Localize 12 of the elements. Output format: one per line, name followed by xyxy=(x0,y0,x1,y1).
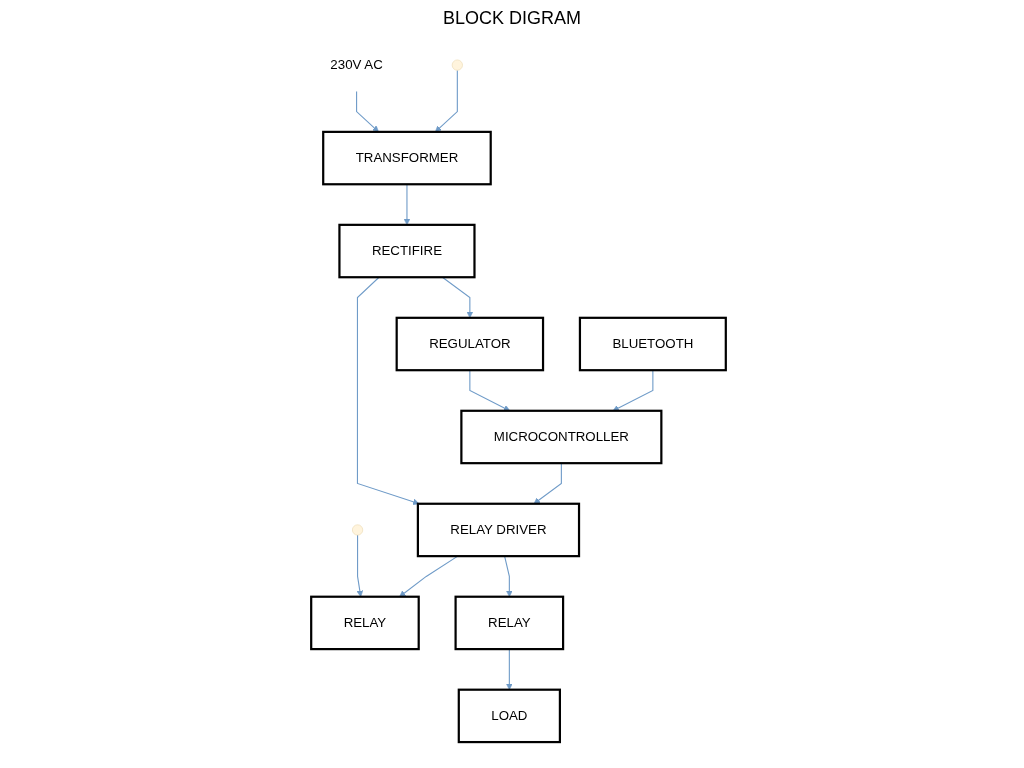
node-box: BLUETOOTH xyxy=(578,316,728,372)
node-box: RELAY DRIVER xyxy=(416,502,581,558)
node-box: MICROCONTROLLER xyxy=(460,409,663,465)
diagram-title: BLOCK DIGRAM xyxy=(442,8,582,29)
node-box: RELAY xyxy=(310,595,420,651)
node-box: RELAY xyxy=(454,595,565,651)
node-box: TRANSFORMER xyxy=(322,130,492,186)
node-box: LOAD xyxy=(457,688,562,744)
arrow xyxy=(356,534,364,597)
node-box: REGULATOR xyxy=(395,316,545,372)
node-text: 230V AC xyxy=(330,57,383,73)
node-box: RECTIFIRE xyxy=(338,223,476,279)
